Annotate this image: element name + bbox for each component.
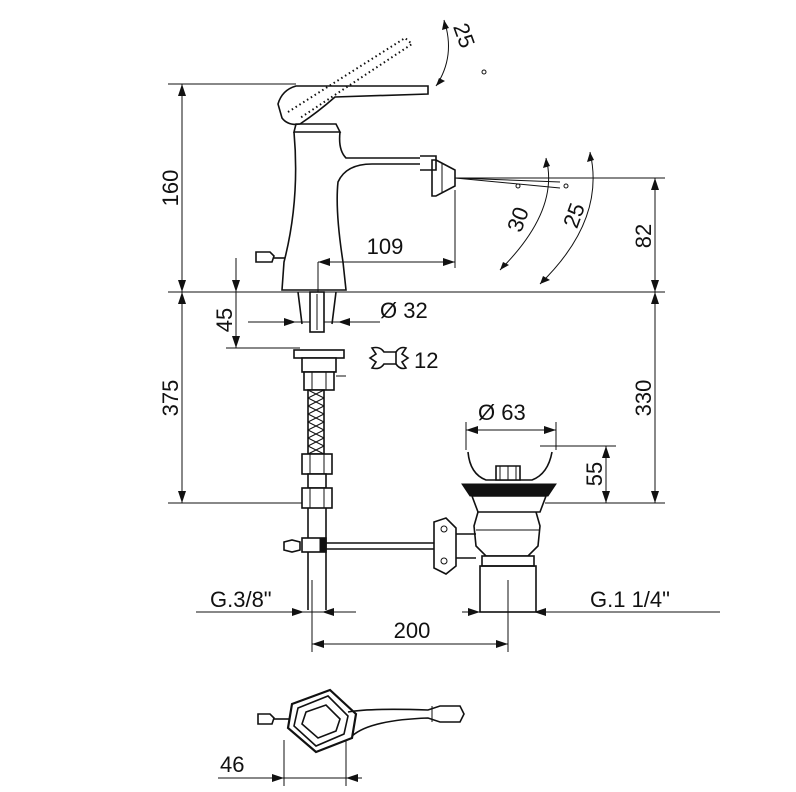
hose-fitting-upper — [301, 453, 333, 475]
dim-wrench-12: 12 — [414, 348, 438, 373]
dim-160: 160 — [158, 170, 183, 207]
lever-raised-outline — [287, 36, 414, 119]
dim-thread-left: G.3/8" — [210, 587, 272, 612]
lever-handle — [277, 85, 429, 126]
rod-knob — [433, 517, 457, 575]
dim-82: 82 — [631, 224, 656, 248]
faucet-body-right — [338, 131, 420, 159]
wrench-icon — [368, 346, 410, 370]
dimension-lines — [168, 83, 720, 786]
hexagon-inner — [301, 704, 341, 739]
dim-lever-angle: 25 — [448, 20, 480, 52]
drain-tailpiece — [479, 565, 537, 613]
pop-up-knob — [255, 251, 275, 263]
dim-diameter-63: Ø 63 — [478, 400, 526, 425]
mounting-plate — [293, 349, 345, 359]
dim-55: 55 — [582, 462, 607, 486]
dim-thread-right: G.1 1/4" — [590, 587, 670, 612]
dim-200: 200 — [394, 618, 431, 643]
hose-fitting-lower — [301, 487, 333, 509]
dim-46: 46 — [220, 752, 244, 777]
dim-jet-30: 30 — [502, 204, 534, 236]
knob-top-view — [257, 713, 275, 725]
dim-jet-25: 25 — [558, 200, 590, 232]
lever-angle-marker — [435, 19, 487, 87]
shank-assembly — [283, 291, 346, 610]
dim-330: 330 — [631, 380, 656, 417]
pop-up-rod — [326, 517, 476, 575]
faucet-top-view — [257, 688, 465, 754]
drain-assembly — [461, 451, 557, 613]
dim-45: 45 — [212, 308, 237, 332]
jet-angle-lines — [454, 151, 665, 285]
spout — [420, 155, 437, 171]
dim-diameter-32: Ø 32 — [380, 298, 428, 323]
faucet-front-view — [255, 36, 456, 291]
dim-109: 109 — [367, 234, 404, 259]
drain-body — [473, 511, 541, 557]
body-cap — [292, 123, 342, 133]
drain-flange — [461, 483, 557, 497]
spout-nozzle — [431, 159, 456, 197]
spout-top-view — [347, 705, 465, 737]
fixing-nut — [303, 371, 335, 391]
faucet-body — [281, 131, 420, 291]
hexagon-base — [286, 688, 358, 754]
dim-375: 375 — [158, 380, 183, 417]
